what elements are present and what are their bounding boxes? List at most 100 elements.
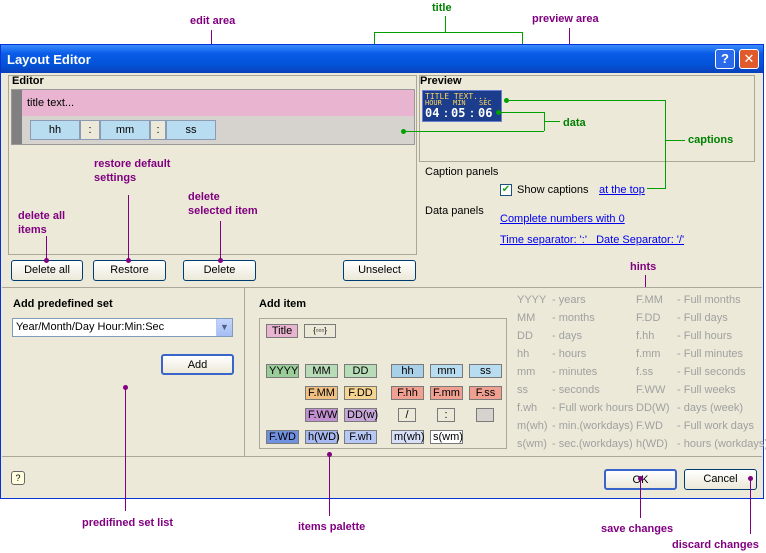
palette-fwh[interactable]: F.wh bbox=[344, 430, 377, 444]
save-pointer bbox=[640, 478, 641, 518]
divider bbox=[2, 287, 762, 288]
data-pointer-dot bbox=[496, 110, 501, 115]
segment-colon-2[interactable]: : bbox=[150, 120, 166, 140]
data-pointer-dot-2 bbox=[401, 129, 406, 134]
palette-fss[interactable]: F.ss bbox=[469, 386, 502, 400]
editor-title-row[interactable]: title text... bbox=[22, 90, 414, 116]
predefined-pointer-dot bbox=[123, 385, 128, 390]
palette-mwh[interactable]: m(wh) bbox=[391, 430, 425, 444]
show-captions-label: Show captions bbox=[517, 184, 589, 196]
data-pointer-2 bbox=[403, 131, 544, 132]
hint-description: - hours bbox=[552, 348, 587, 360]
palette-fwd[interactable]: F.WD bbox=[266, 430, 299, 444]
help-button[interactable]: ? bbox=[715, 49, 735, 69]
predefined-selected: Year/Month/Day Hour:Min:Sec bbox=[16, 321, 165, 333]
predefined-select[interactable]: Year/Month/Day Hour:Min:Sec ▼ bbox=[12, 318, 233, 337]
edit-area[interactable]: title text... hh : mm : ss bbox=[11, 89, 415, 145]
segment-hh[interactable]: hh bbox=[30, 120, 80, 140]
title-bar: Layout Editor ? ✕ bbox=[1, 45, 763, 73]
hint-description: - minutes bbox=[552, 366, 598, 378]
unselect-button[interactable]: Unselect bbox=[343, 260, 416, 281]
callout-hints: hints bbox=[630, 261, 657, 273]
palette-pointer bbox=[329, 455, 330, 516]
palette-date-sep[interactable]: / bbox=[398, 408, 416, 422]
preview-sep-1: : bbox=[444, 106, 448, 120]
caption-position-link[interactable]: at the top bbox=[599, 184, 645, 196]
hint-description: - months bbox=[552, 312, 595, 324]
callout-restore-default: restore default settings bbox=[94, 158, 171, 184]
palette-group[interactable]: {▫▫▫} bbox=[304, 324, 336, 338]
show-captions-checkbox[interactable]: ✔ bbox=[500, 184, 512, 196]
palette-time-sep[interactable]: : bbox=[437, 408, 455, 422]
callout-predefined-list: predifined set list bbox=[82, 517, 174, 529]
caption-panels-label: Caption panels bbox=[425, 166, 499, 178]
delete-pointer bbox=[220, 221, 221, 261]
window-title: Layout Editor bbox=[7, 52, 91, 67]
hint-code: F.DD bbox=[636, 312, 661, 324]
palette-yyyy[interactable]: YYYY bbox=[266, 364, 299, 378]
title-pointer-h bbox=[374, 32, 523, 33]
palette-fmm-min[interactable]: F.mm bbox=[430, 386, 463, 400]
palette-hh[interactable]: hh bbox=[391, 364, 424, 378]
callout-discard-changes: discard changes bbox=[672, 539, 759, 551]
discard-pointer bbox=[750, 478, 751, 534]
captions-pointer-dot bbox=[504, 98, 509, 103]
predefined-pointer bbox=[125, 387, 126, 511]
palette-mm[interactable]: mm bbox=[430, 364, 463, 378]
hint-description: - hours (workdays) bbox=[677, 438, 766, 450]
hint-description: - Full hours bbox=[677, 330, 733, 342]
palette-hwd[interactable]: h(WD) bbox=[305, 430, 340, 444]
segment-colon-1[interactable]: : bbox=[80, 120, 100, 140]
editor-data-row[interactable]: hh : mm : ss bbox=[22, 116, 414, 144]
captions-pointer-bottom bbox=[647, 188, 666, 189]
palette-ddw[interactable]: DD(w) bbox=[344, 408, 378, 422]
hint-description: - Full weeks bbox=[677, 384, 736, 396]
delete-button[interactable]: Delete bbox=[183, 260, 256, 281]
add-button[interactable]: Add bbox=[161, 354, 234, 375]
palette-dd[interactable]: DD bbox=[344, 364, 377, 378]
delete-all-button[interactable]: Delete all bbox=[11, 260, 83, 281]
callout-delete-all: delete all items bbox=[18, 210, 66, 236]
palette-space[interactable] bbox=[476, 408, 494, 422]
hint-description: - days (week) bbox=[677, 402, 744, 414]
complete-numbers-link[interactable]: Complete numbers with 0 bbox=[500, 213, 625, 225]
palette-fmm[interactable]: F.MM bbox=[305, 386, 338, 400]
hint-description: - Full minutes bbox=[677, 348, 744, 360]
palette-ss[interactable]: ss bbox=[469, 364, 502, 378]
captions-pointer-top bbox=[506, 100, 666, 101]
captions-pointer-tick bbox=[665, 140, 685, 141]
save-pointer-dot bbox=[638, 476, 643, 481]
hint-code: DD(W) bbox=[636, 402, 670, 414]
bottom-divider bbox=[2, 456, 762, 457]
preview-digits-min: 05 bbox=[451, 106, 466, 120]
close-button[interactable]: ✕ bbox=[739, 49, 759, 69]
palette-fhh[interactable]: F.hh bbox=[391, 386, 424, 400]
palette-fdd[interactable]: F.DD bbox=[344, 386, 377, 400]
separator-link[interactable]: Time separator: ':' Date Separator: '/' bbox=[500, 234, 685, 246]
palette-mm-month[interactable]: MM bbox=[305, 364, 338, 378]
palette-fww[interactable]: F.WW bbox=[305, 408, 338, 422]
chevron-down-icon[interactable]: ▼ bbox=[216, 319, 232, 336]
help-icon[interactable]: ? bbox=[11, 471, 25, 485]
segment-ss[interactable]: ss bbox=[166, 120, 216, 140]
hint-code: F.WW bbox=[636, 384, 666, 396]
segment-mm[interactable]: mm bbox=[100, 120, 150, 140]
hint-description: - Full seconds bbox=[677, 366, 746, 378]
cancel-button[interactable]: Cancel bbox=[684, 469, 757, 490]
hint-description: - Full months bbox=[677, 294, 741, 306]
hint-code: m(wh) bbox=[517, 420, 548, 432]
title-pointer-stem bbox=[445, 16, 446, 32]
editor-title-text: title text... bbox=[27, 97, 75, 109]
restore-button[interactable]: Restore bbox=[93, 260, 166, 281]
hint-code: F.MM bbox=[636, 294, 663, 306]
hints-pointer bbox=[645, 275, 646, 287]
hint-code: f.wh bbox=[517, 402, 538, 414]
hint-code: mm bbox=[517, 366, 536, 378]
vertical-divider bbox=[244, 288, 245, 456]
hint-code: f.ss bbox=[636, 366, 654, 378]
palette-title[interactable]: Title bbox=[266, 324, 298, 338]
preview-caption-min: MIN bbox=[453, 99, 466, 107]
preview-caption-sec: SEC bbox=[479, 99, 492, 107]
hint-code: s(wm) bbox=[517, 438, 547, 450]
palette-swm[interactable]: s(wm) bbox=[430, 430, 463, 444]
